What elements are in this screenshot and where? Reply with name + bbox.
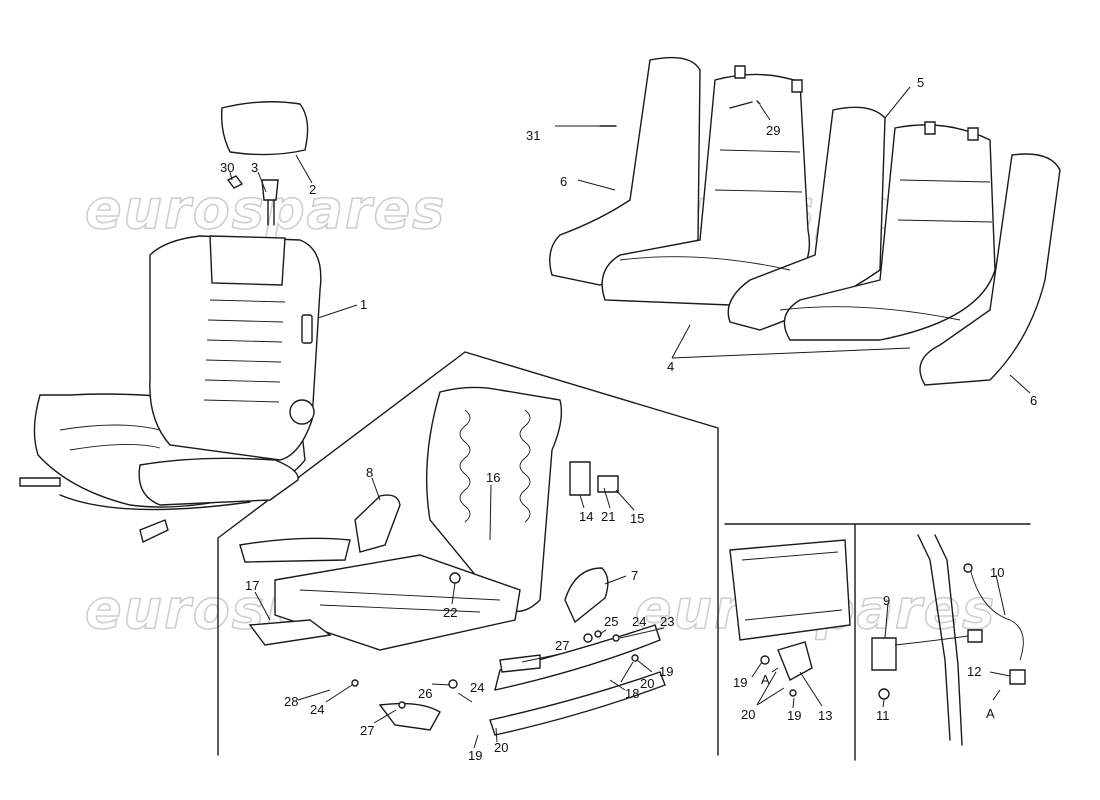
callout-2: 2 bbox=[309, 182, 316, 197]
callout-27-upper: 27 bbox=[555, 638, 569, 653]
callout-19-rail: 19 bbox=[733, 675, 747, 690]
callout-26: 26 bbox=[418, 686, 432, 701]
callout-24-left: 24 bbox=[310, 702, 324, 717]
callout-19-rail-lower: 19 bbox=[787, 708, 801, 723]
callout-13: 13 bbox=[818, 708, 832, 723]
callout-7: 7 bbox=[631, 568, 638, 583]
complete-seat-illustration bbox=[19, 235, 322, 544]
callout-20-bottom: 20 bbox=[494, 740, 508, 755]
callout-21: 21 bbox=[601, 509, 615, 524]
callout-3: 3 bbox=[251, 160, 258, 175]
callout-20-frame: 20 bbox=[640, 676, 654, 691]
rail-detail-illustration bbox=[729, 539, 851, 697]
seat-frame-exploded-illustration bbox=[239, 386, 666, 736]
callout-25: 25 bbox=[604, 614, 618, 629]
seat-trim-covers-illustration bbox=[549, 56, 1061, 386]
callout-1: 1 bbox=[360, 297, 367, 312]
callout-4: 4 bbox=[667, 359, 674, 374]
callout-29: 29 bbox=[766, 123, 780, 138]
callout-30: 30 bbox=[220, 160, 234, 175]
callout-ref-a-rail: A bbox=[761, 672, 770, 687]
leader-lines bbox=[229, 86, 1031, 749]
callout-16: 16 bbox=[486, 470, 500, 485]
callout-9: 9 bbox=[883, 593, 890, 608]
callout-31: 31 bbox=[526, 128, 540, 143]
callout-12: 12 bbox=[967, 664, 981, 679]
callout-19-bottom: 19 bbox=[468, 748, 482, 763]
callout-10: 10 bbox=[990, 565, 1004, 580]
callout-15: 15 bbox=[630, 511, 644, 526]
callout-11: 11 bbox=[876, 708, 890, 723]
callout-24-right: 24 bbox=[632, 614, 646, 629]
panel-borders bbox=[217, 351, 1031, 761]
callout-labels: 1 2 3 30 31 29 6 5 4 6 8 16 14 21 15 7 1… bbox=[220, 75, 1037, 763]
callout-14: 14 bbox=[579, 509, 593, 524]
callout-22: 22 bbox=[443, 605, 457, 620]
callout-24-center: 24 bbox=[470, 680, 484, 695]
callout-18: 18 bbox=[625, 686, 639, 701]
callout-20-rail: 20 bbox=[741, 707, 755, 722]
callout-8: 8 bbox=[366, 465, 373, 480]
motor-wiring-illustration bbox=[871, 534, 1026, 746]
callout-ref-a-wiring: A bbox=[986, 706, 995, 721]
callout-17: 17 bbox=[245, 578, 259, 593]
callout-6-top: 6 bbox=[560, 174, 567, 189]
callout-19-frame: 19 bbox=[659, 664, 673, 679]
callout-6-bottom: 6 bbox=[1030, 393, 1037, 408]
callout-27-lower: 27 bbox=[360, 723, 374, 738]
callout-28: 28 bbox=[284, 694, 298, 709]
recline-knob-shape bbox=[289, 399, 315, 425]
callout-5: 5 bbox=[917, 75, 924, 90]
callout-23: 23 bbox=[660, 614, 674, 629]
